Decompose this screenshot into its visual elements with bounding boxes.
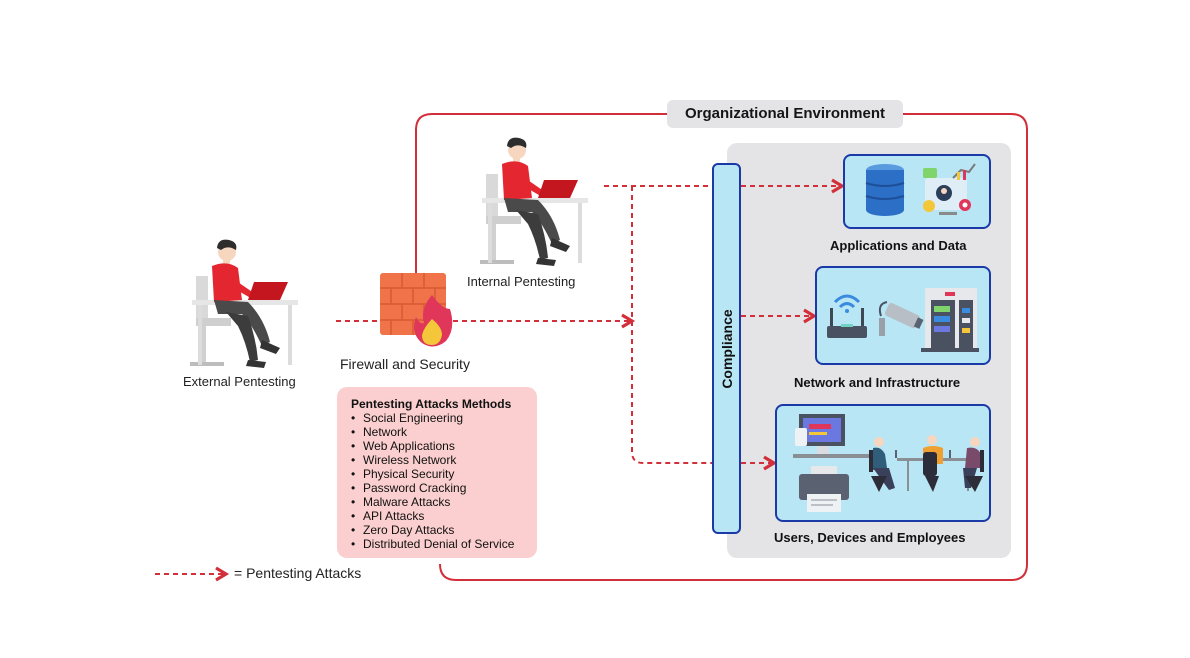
users-devices-box <box>775 404 991 522</box>
method-item: Physical Security <box>351 467 537 481</box>
method-item: Password Cracking <box>351 481 537 495</box>
computer-icon <box>793 414 984 512</box>
applications-data-label: Applications and Data <box>830 238 967 253</box>
employees-meeting-icon <box>869 435 984 492</box>
wifi-router-icon <box>827 288 979 352</box>
firewall-fire-icon <box>380 273 453 347</box>
person-at-laptop-icon <box>480 137 588 266</box>
method-item: Wireless Network <box>351 453 537 467</box>
attack-methods-list: Social Engineering Network Web Applicati… <box>351 411 537 551</box>
server-rack-icon <box>921 288 979 352</box>
network-infrastructure-box <box>815 266 991 365</box>
legend-label: = Pentesting Attacks <box>234 565 362 581</box>
printer-icon <box>799 466 849 512</box>
method-item: Web Applications <box>351 439 537 453</box>
attack-branch-line <box>631 186 712 464</box>
users-devices-label: Users, Devices and Employees <box>774 530 966 545</box>
external-pentesting-label: External Pentesting <box>183 374 296 389</box>
security-camera-icon <box>884 302 924 329</box>
method-item: Malware Attacks <box>351 495 537 509</box>
organizational-environment-title: Organizational Environment <box>667 100 903 128</box>
person-at-laptop-icon <box>190 239 298 368</box>
database-icon <box>865 163 976 216</box>
applications-data-box <box>843 154 991 229</box>
network-infrastructure-label: Network and Infrastructure <box>794 375 961 390</box>
method-item: Network <box>351 425 537 439</box>
method-item: Distributed Denial of Service <box>351 537 537 551</box>
attack-methods-title: Pentesting Attacks Methods <box>351 397 512 411</box>
attack-methods-box: Pentesting Attacks Methods Social Engine… <box>337 387 537 558</box>
method-item: Social Engineering <box>351 411 537 425</box>
method-item: API Attacks <box>351 509 537 523</box>
compliance-bar: Compliance <box>712 163 741 534</box>
firewall-label: Firewall and Security <box>340 356 470 372</box>
internal-pentesting-label: Internal Pentesting <box>467 274 576 289</box>
organization-boundary <box>415 113 1028 581</box>
compliance-label: Compliance <box>718 308 735 389</box>
method-item: Zero Day Attacks <box>351 523 537 537</box>
